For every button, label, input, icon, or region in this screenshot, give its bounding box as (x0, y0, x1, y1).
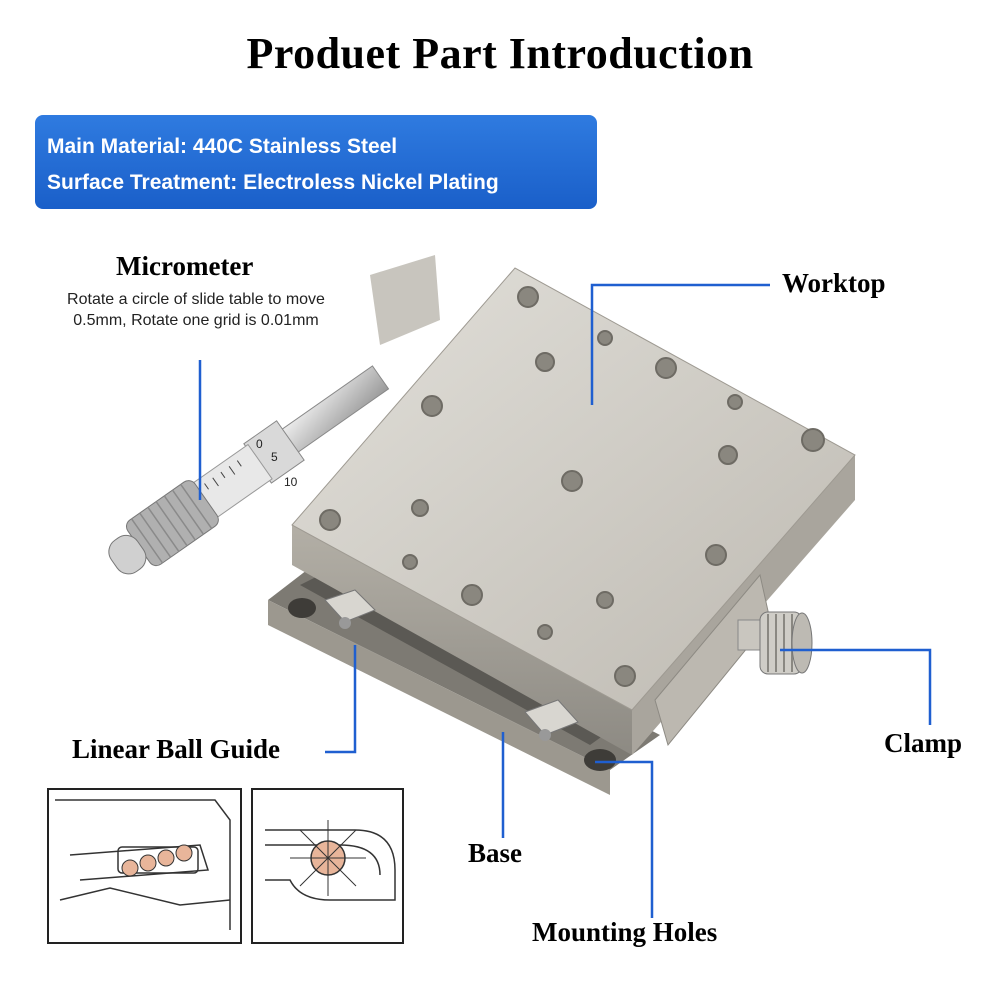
mounting-holes-shape (288, 598, 616, 771)
page-title: Produet Part Introduction (246, 29, 754, 78)
worktop-leader (590, 283, 770, 405)
inset-diagram-left (47, 788, 242, 944)
worktop-label: Worktop (782, 268, 886, 298)
clamp (654, 573, 813, 747)
clamp-leader (780, 648, 932, 725)
inset-diagram-right (251, 788, 404, 944)
linear-ball-guide-leader (325, 645, 357, 754)
scale-label-10: 10 (284, 475, 298, 489)
mounting-holes-leader (595, 760, 654, 918)
scale-label-5: 5 (271, 450, 278, 464)
material-info-box: Main Material: 440C Stainless Steel Surf… (35, 115, 597, 209)
worktop-holes (319, 286, 825, 687)
surface-treatment-text: Surface Treatment: Electroless Nickel Pl… (47, 171, 499, 194)
micrometer-description: Rotate a circle of slide table to move 0… (67, 291, 325, 329)
micrometer-label: Micrometer (116, 251, 254, 281)
micrometer-mount (370, 255, 440, 345)
base-label: Base (468, 838, 522, 868)
micrometer (108, 365, 390, 575)
clamp-label: Clamp (884, 728, 963, 758)
scale-label-0: 0 (256, 437, 263, 451)
mounting-holes-label: Mounting Holes (532, 917, 718, 947)
linear-ball-guide-label: Linear Ball Guide (72, 734, 281, 764)
leader-lines (198, 283, 932, 918)
worktop-side (292, 525, 632, 755)
material-text: Main Material: 440C Stainless Steel (47, 135, 398, 158)
linear-ball-guide-blocks (324, 589, 579, 741)
